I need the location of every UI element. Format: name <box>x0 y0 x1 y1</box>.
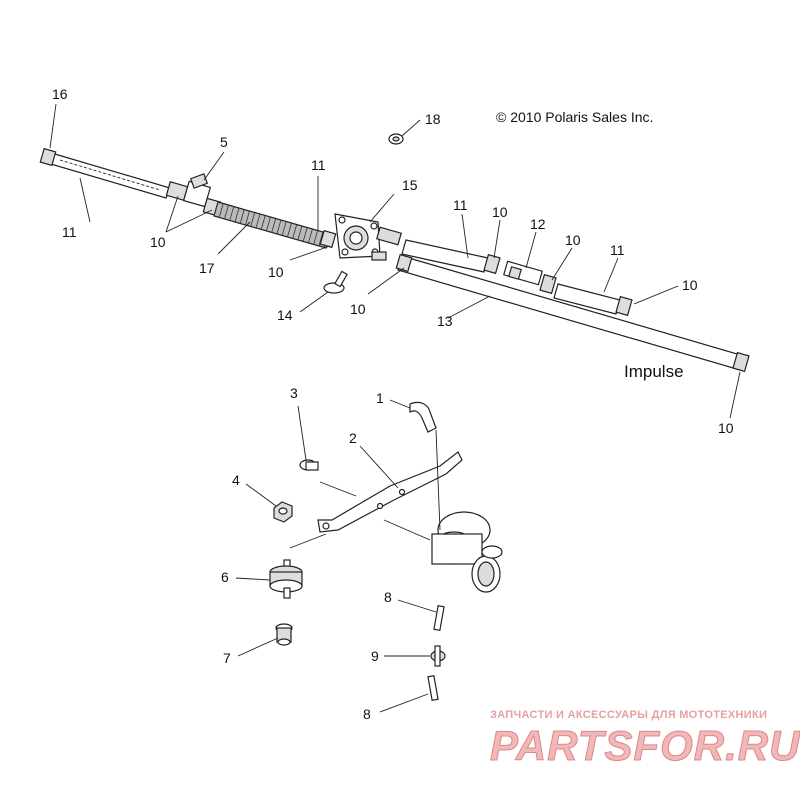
callout-2: 2 <box>349 430 357 446</box>
callout-11-right: 11 <box>610 242 625 258</box>
carburetor <box>431 429 503 593</box>
fuel-pump-15 <box>334 213 402 261</box>
watermark-tagline: ЗАПЧАСТИ И АКСЕССУАРЫ ДЛЯ МОТОТЕХНИКИ <box>490 709 767 721</box>
clamp-10-pump-left <box>319 229 337 249</box>
leader-lines-lower <box>235 399 437 713</box>
bracket-2 <box>317 451 463 533</box>
callout-10-pump: 10 <box>268 264 284 280</box>
clip-1 <box>409 401 437 433</box>
braid-stripe <box>224 204 229 220</box>
braid-stripe <box>313 230 318 246</box>
push-pin-14 <box>323 270 348 294</box>
hose-11-mid <box>401 239 489 273</box>
callout-6: 6 <box>221 569 229 585</box>
callout-10-under-pump: 10 <box>350 301 366 317</box>
callout-8-upper: 8 <box>384 589 392 605</box>
callout-10-left: 10 <box>150 234 166 250</box>
hose-11-left <box>43 151 171 199</box>
tube-8-upper <box>433 604 445 632</box>
braid-stripe <box>218 203 224 218</box>
bolt-3 <box>299 459 319 471</box>
callout-1: 1 <box>376 390 384 406</box>
watermark-brand: PARTSFOR.RU <box>490 722 800 769</box>
washer-18 <box>388 133 404 145</box>
fitting-16 <box>39 147 57 167</box>
callout-10-end: 10 <box>718 420 734 436</box>
braid-stripe <box>281 221 287 236</box>
watermark: ЗАПЧАСТИ И АКСЕССУАРЫ ДЛЯ МОТОТЕХНИКИ PA… <box>490 709 800 770</box>
impulse-hose-13 <box>395 253 750 373</box>
clamp-10-right <box>615 295 633 317</box>
callout-3: 3 <box>290 385 298 401</box>
braid-stripe <box>265 217 271 232</box>
callout-7: 7 <box>223 650 231 666</box>
braided-hose-17 <box>213 201 331 249</box>
braid-stripe <box>255 214 261 229</box>
braid-stripe <box>250 212 256 227</box>
valve-5 <box>165 173 222 217</box>
copyright-text: © 2010 Polaris Sales Inc. <box>496 109 653 125</box>
braid-stripe <box>213 201 219 217</box>
filter-12 <box>503 260 543 286</box>
callout-9: 9 <box>371 648 379 664</box>
callout-10-right: 10 <box>682 277 698 293</box>
braid-stripe <box>271 218 277 233</box>
braid-stripe <box>297 226 303 241</box>
callout-13: 13 <box>437 313 453 329</box>
callout-11-mid: 11 <box>453 197 468 213</box>
braid-stripe <box>260 215 266 230</box>
callout-18: 18 <box>425 111 441 127</box>
hose-11-right <box>553 283 621 315</box>
grommet-7 <box>275 623 293 646</box>
braid-stripe <box>292 224 297 239</box>
leader-lines-upper <box>49 103 741 419</box>
model-note-impulse: Impulse <box>624 362 684 381</box>
tube-8-lower <box>427 674 439 702</box>
callout-10-filter: 10 <box>565 232 581 248</box>
braid-stripe <box>286 223 292 238</box>
braid-stripe <box>239 209 245 224</box>
callout-12: 12 <box>530 216 546 232</box>
braid-stripe <box>229 206 235 221</box>
callout-16: 16 <box>52 86 68 102</box>
callout-14: 14 <box>277 307 293 323</box>
braid-stripe <box>307 229 313 244</box>
rubber-mount-6 <box>269 559 303 599</box>
tee-fitting-9 <box>430 645 446 667</box>
braid-stripe <box>318 232 324 247</box>
callout-8-lower: 8 <box>363 706 371 722</box>
callout-11-left: 11 <box>62 224 77 240</box>
callout-15: 15 <box>402 177 418 193</box>
callout-4: 4 <box>232 472 240 488</box>
braid-stripe <box>245 211 250 226</box>
callout-17: 17 <box>199 260 215 276</box>
callout-11-pump: 11 <box>311 157 326 173</box>
callout-10-mid: 10 <box>492 204 508 220</box>
callout-5: 5 <box>220 134 228 150</box>
braid-stripe <box>302 227 308 243</box>
braid-stripe <box>276 220 282 235</box>
braid-stripe <box>234 207 240 223</box>
nut-4 <box>273 501 293 523</box>
callout-labels: 16 5 11 10 17 11 10 15 18 14 10 11 10 12… <box>52 86 734 722</box>
